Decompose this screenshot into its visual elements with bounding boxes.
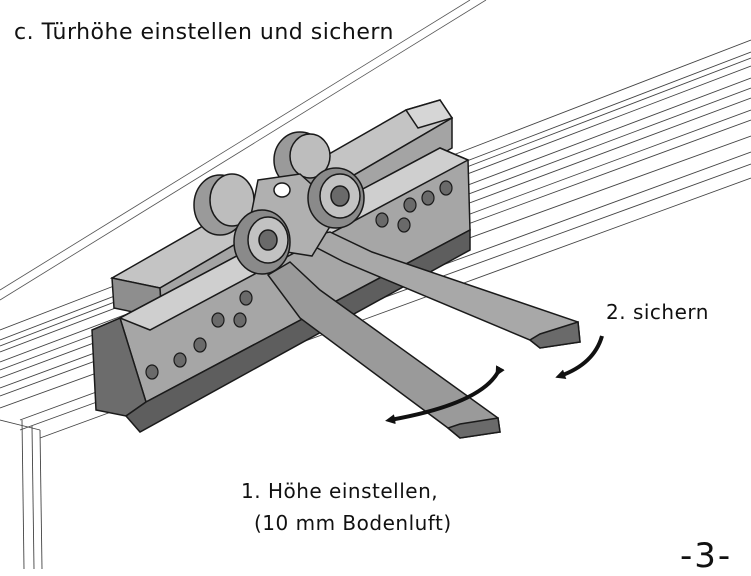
rear-rollers — [193, 131, 331, 236]
screw-holes — [145, 180, 453, 380]
adjust-arrow — [385, 365, 505, 425]
page-number: -3- — [680, 536, 733, 576]
front-rollers — [233, 167, 365, 275]
secure-arrow — [555, 335, 604, 380]
locking-lever — [295, 231, 581, 349]
adjust-label: 1. Höhe einstellen, — [241, 479, 439, 503]
secure-label: 2. sichern — [606, 300, 709, 324]
door-panel — [0, 419, 43, 570]
floor-clearance-label: (10 mm Bodenluft) — [254, 511, 452, 535]
step-title: c. Türhöhe einstellen und sichern — [14, 20, 394, 45]
ceiling-lines — [0, 0, 487, 301]
